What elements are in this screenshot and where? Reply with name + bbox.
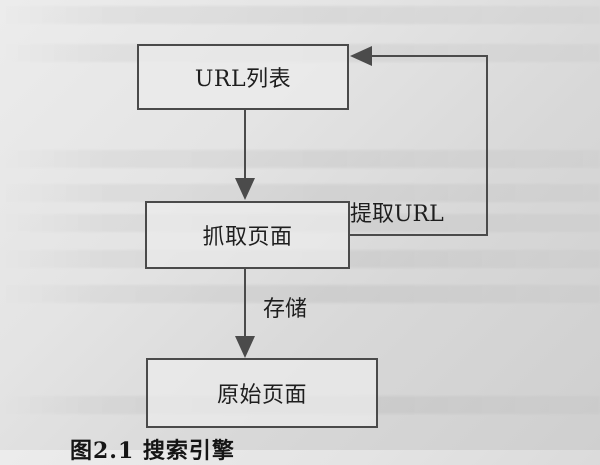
background-text-line [0,285,600,303]
background-text-line [0,150,600,168]
fetch-page-node-label: 抓取页面 [202,225,293,250]
background-text-line [0,6,600,24]
figure-caption: 图2.1 搜索引擎 [70,438,235,464]
fetch-page-node: 抓取页面 [145,201,350,269]
page: URL列表 抓取页面 原始页面 提取URL 存储 图2.1 搜索引擎 [0,6,600,464]
raw-page-node-label: 原始页面 [216,383,307,408]
url-list-node-label: URL列表 [194,67,292,92]
extract-url-label: 提取URL [350,202,444,227]
store-label: 存储 [263,297,308,322]
background-text-line [0,184,600,202]
raw-page-node: 原始页面 [146,358,378,428]
url-list-node: URL列表 [137,44,349,110]
arrow-fetch-to-raw-head [235,336,255,358]
